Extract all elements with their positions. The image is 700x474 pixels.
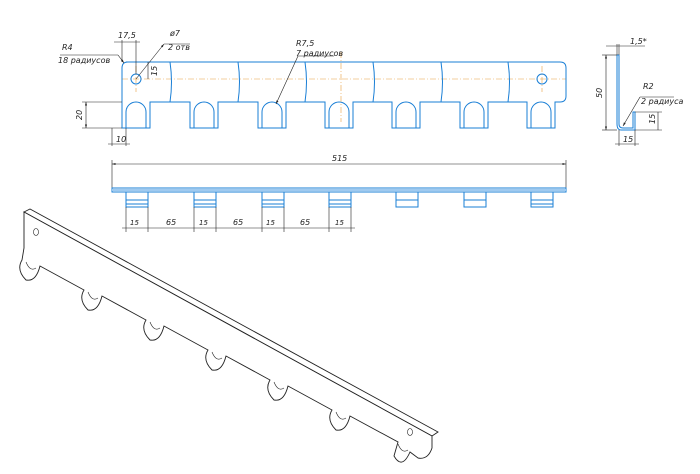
front-plate-outline <box>121 61 567 129</box>
dim-hook-w4: 15 <box>335 219 344 227</box>
side-profile <box>616 54 636 131</box>
iso-front-face <box>19 211 433 463</box>
side-view: 1,5* 50 R2 2 радиуса 15 15 <box>595 37 683 146</box>
dim-thickness: 1,5* <box>630 37 647 46</box>
dim-gap1: 65 <box>166 218 176 227</box>
iso-hooks <box>25 261 409 452</box>
dim-bend-radius: R2 <box>643 82 654 91</box>
dim-hook-width: 10 <box>116 135 126 144</box>
dim-hole-diameter: ø7 <box>169 29 181 38</box>
dim-gap3: 65 <box>300 218 310 227</box>
dim-hook-w1: 15 <box>130 219 139 227</box>
dim-hole-offset: 15 <box>150 66 159 76</box>
dim-hole-count: 2 отв <box>168 43 190 52</box>
dim-hook-w2: 15 <box>199 219 208 227</box>
dim-top-width: 17,5 <box>118 31 136 40</box>
bottom-hooks <box>125 191 554 208</box>
dim-overall-length: 515 <box>332 154 347 163</box>
front-view: 17,5 ø7 2 отв R4 18 радиусов 15 R7,5 7 р… <box>58 29 567 146</box>
dim-corner-count: 18 радиусов <box>58 56 110 65</box>
dim-gap2: 65 <box>233 218 243 227</box>
dim-slot-count: 7 радиусов <box>296 49 343 58</box>
iso-top-edge <box>23 208 439 437</box>
dim-height: 50 <box>595 88 604 98</box>
isometric-view <box>19 208 439 463</box>
front-break-lines <box>169 61 510 103</box>
dim-lip-height: 15 <box>648 114 657 124</box>
dim-slot-radius: R7,5 <box>296 39 314 48</box>
dim-bend-count: 2 радиуса <box>641 97 683 106</box>
dim-corner-radius: R4 <box>62 43 73 52</box>
dim-hook-height: 20 <box>75 110 84 120</box>
bottom-dimension-chain <box>122 207 355 232</box>
iso-hole-left <box>33 228 39 236</box>
front-hook-slots <box>125 101 552 128</box>
mounting-hole-right <box>536 73 548 85</box>
iso-hole-right <box>407 428 413 436</box>
bottom-view: 515 15 65 15 65 15 65 1 <box>111 154 567 232</box>
dim-lip-width: 15 <box>623 135 633 144</box>
dim-hook-w3: 15 <box>266 219 275 227</box>
